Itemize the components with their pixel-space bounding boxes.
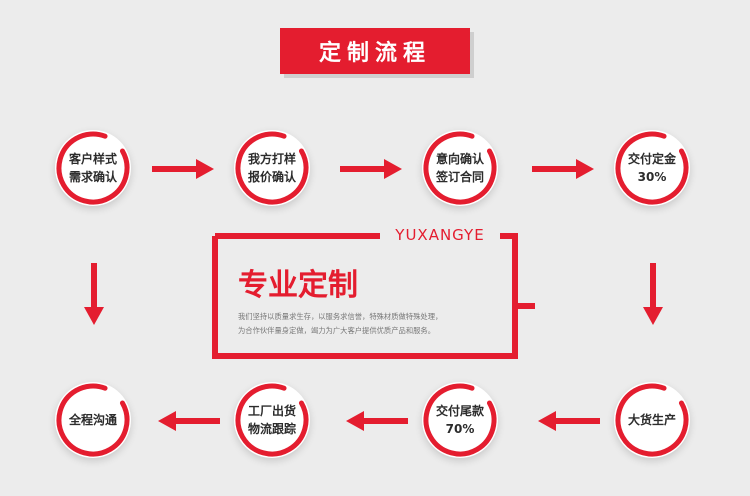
step-4-line-2: 30% — [637, 170, 667, 184]
arrow-left-icon — [346, 411, 408, 431]
circle-ring-icon — [615, 131, 689, 205]
circle-ring-icon — [56, 131, 130, 205]
arrow-left-icon — [158, 411, 220, 431]
page-title: 定制流程 — [280, 28, 470, 74]
step-5: 大货生产 — [614, 382, 690, 458]
step-7-line-2: 物流跟踪 — [247, 422, 296, 436]
step-6: 交付尾款 70% — [422, 382, 498, 458]
step-1-label: 客户样式 需求确认 — [55, 130, 131, 206]
brand-name: YUXANGYE — [380, 226, 500, 244]
description-line-1: 我们坚持以质量求生存，以服务求信誉，特殊材质做特殊处理， — [238, 312, 443, 321]
callout-headline: 专业定制 — [238, 268, 358, 303]
circle-ring-icon — [423, 383, 497, 457]
step-1-line-2: 需求确认 — [68, 170, 117, 184]
step-8-line-1: 全程沟通 — [68, 413, 117, 427]
description-line-2: 为合作伙伴量身定做，竭力为广大客户提供优质产品和服务。 — [238, 326, 436, 335]
step-3: 意向确认 签订合同 — [422, 130, 498, 206]
step-7-line-1: 工厂出货 — [247, 404, 296, 418]
callout-frame — [212, 233, 535, 359]
step-4-line-1: 交付定金 — [627, 152, 676, 166]
circle-ring-icon — [235, 383, 309, 457]
step-2: 我方打样 报价确认 — [234, 130, 310, 206]
step-4-label: 交付定金 30% — [614, 130, 690, 206]
step-3-line-1: 意向确认 — [435, 152, 484, 166]
step-3-line-2: 签订合同 — [435, 170, 484, 184]
page-title-text: 定制流程 — [318, 41, 431, 66]
callout-description: 我们坚持以质量求生存，以服务求信誉，特殊材质做特殊处理， 为合作伙伴量身定做，竭… — [238, 310, 508, 338]
step-3-label: 意向确认 签订合同 — [422, 130, 498, 206]
step-8-label: 全程沟通 — [55, 382, 131, 458]
step-6-line-1: 交付尾款 — [435, 404, 484, 418]
step-6-line-2: 70% — [445, 422, 475, 436]
circle-ring-icon — [615, 383, 689, 457]
arrow-down-icon — [643, 263, 663, 325]
step-8: 全程沟通 — [55, 382, 131, 458]
circle-ring-icon — [423, 131, 497, 205]
arrow-right-icon — [340, 159, 402, 179]
step-2-line-2: 报价确认 — [247, 170, 296, 184]
step-1-line-1: 客户样式 — [68, 152, 117, 166]
step-7-label: 工厂出货 物流跟踪 — [234, 382, 310, 458]
step-1: 客户样式 需求确认 — [55, 130, 131, 206]
arrow-down-icon — [84, 263, 104, 325]
step-2-line-1: 我方打样 — [247, 152, 296, 166]
step-5-label: 大货生产 — [614, 382, 690, 458]
step-6-label: 交付尾款 70% — [422, 382, 498, 458]
arrow-right-icon — [532, 159, 594, 179]
arrow-left-icon — [538, 411, 600, 431]
step-4: 交付定金 30% — [614, 130, 690, 206]
custom-callout — [212, 233, 535, 359]
circle-ring-icon — [235, 131, 309, 205]
step-7: 工厂出货 物流跟踪 — [234, 382, 310, 458]
circle-ring-icon — [56, 383, 130, 457]
step-2-label: 我方打样 报价确认 — [234, 130, 310, 206]
step-5-line-1: 大货生产 — [627, 413, 676, 427]
arrow-right-icon — [152, 159, 214, 179]
